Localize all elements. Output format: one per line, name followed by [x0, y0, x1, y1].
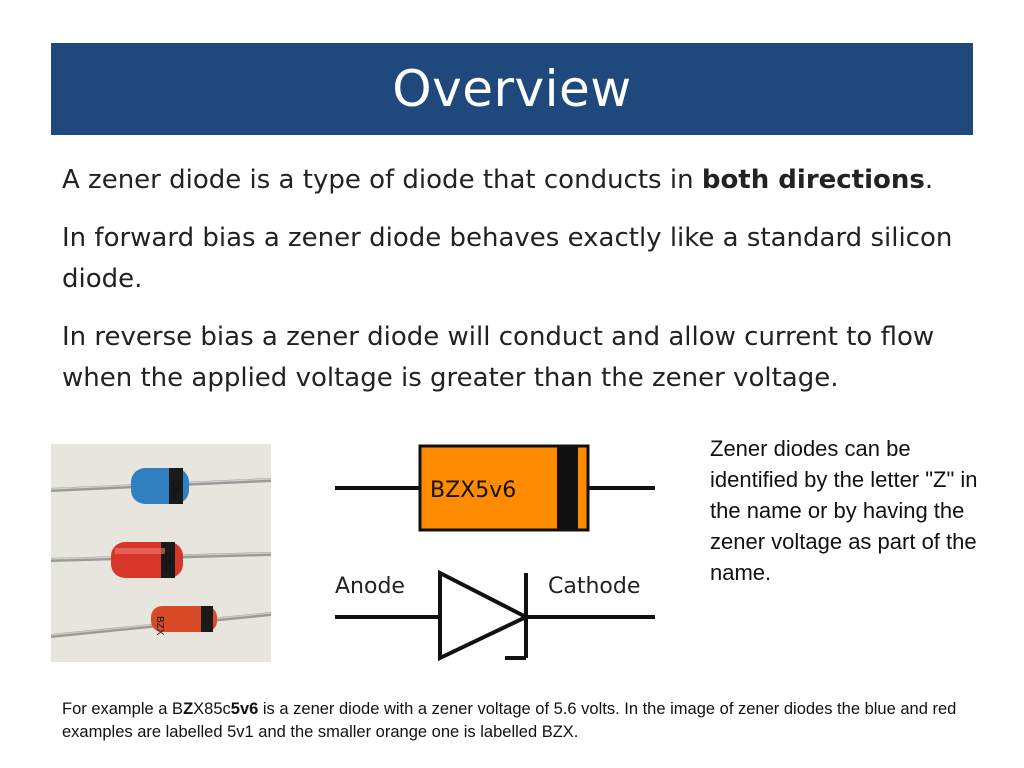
cathode-label: Cathode — [548, 574, 640, 599]
paragraph-forward-bias: In forward bias a zener diode behaves ex… — [62, 223, 953, 294]
title-bar: Overview — [51, 43, 973, 135]
page-title: Overview — [392, 60, 632, 118]
orange-diode: BZX — [151, 606, 217, 636]
red-diode: C5V — [111, 542, 183, 578]
red-diode-label: C5V — [161, 552, 172, 572]
cathode-band — [557, 446, 578, 530]
example-footnote: For example a BZX85c5v6 is a zener diode… — [62, 698, 962, 744]
intro-text: A zener diode is a type of diode that co… — [62, 165, 702, 195]
intro-bold-text: both directions — [701, 165, 925, 195]
footnote-part-5: is a zener diode with a zener voltage of… — [62, 700, 957, 741]
blue-diode: C5V — [131, 468, 189, 504]
orange-diode-label: BZX — [154, 616, 165, 636]
paragraph-reverse-bias: In reverse bias a zener diode will condu… — [62, 322, 935, 393]
footnote-part-1: For example a B — [62, 700, 184, 718]
identification-note: Zener diodes can be identified by the le… — [710, 436, 978, 585]
intro-period: . — [924, 165, 934, 195]
footnote-part-2: Z — [183, 700, 194, 718]
diode-triangle — [438, 569, 531, 662]
footnote-part-4: 5v6 — [230, 700, 259, 718]
zener-diodes-photo: C5V C5V BZX — [51, 444, 271, 662]
paragraph-intro: A zener diode is a type of diode that co… — [62, 160, 972, 201]
footnote-part-3: X85c — [193, 700, 231, 718]
zener-diagram: BZX5v6 Anode Cathode — [335, 444, 655, 662]
anode-label: Anode — [335, 574, 405, 599]
blue-diode-label: C5V — [169, 480, 180, 500]
package-label: BZX5v6 — [430, 478, 516, 503]
